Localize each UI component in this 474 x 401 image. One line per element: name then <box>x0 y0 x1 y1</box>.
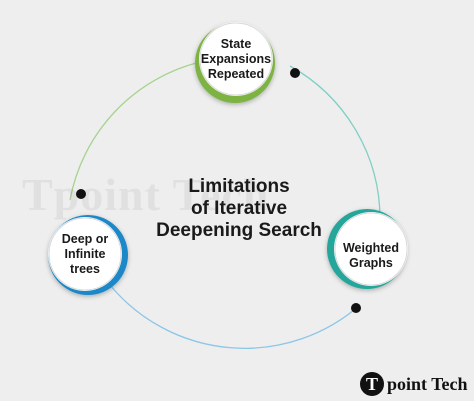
node-top-line-3: Repeated <box>207 67 265 81</box>
title-line-3: Deepening Search <box>156 220 322 241</box>
node-label-left: Deep or Infinite trees <box>47 232 123 277</box>
node-label-right: Weighted Graphs <box>333 241 409 271</box>
node-left-line-1: Deep or <box>61 232 109 246</box>
ring-dot-left <box>76 189 86 199</box>
node-top-line-2: Expansions <box>200 52 272 66</box>
node-right-line-2: Graphs <box>349 256 393 270</box>
watermark: Tpoint Tech <box>22 169 270 220</box>
node-left-line-2: Infinite <box>64 247 106 261</box>
node-label-top: State Expansions Repeated <box>196 37 276 82</box>
ring-arc-top-right <box>289 65 381 221</box>
node-state-expansions <box>195 22 275 103</box>
node-left-line-3: trees <box>70 262 100 276</box>
node-top-line-1: State <box>220 37 252 51</box>
ring-dot-top-right <box>290 68 300 78</box>
ring-dot-bottom-right <box>351 303 361 313</box>
ring-arc-right-left <box>109 284 361 349</box>
node-weighted-graphs <box>327 209 408 289</box>
logo-text: point Tech <box>387 373 468 394</box>
node-deep-infinite-trees <box>48 215 128 295</box>
diagram-title: Limitations of Iterative Deepening Searc… <box>148 176 330 242</box>
node-right-line-1: Weighted <box>342 241 400 255</box>
title-line-2: of Iterative <box>190 198 288 219</box>
title-line-1: Limitations <box>188 176 290 197</box>
tpoint-tech-logo: T point Tech <box>360 371 468 397</box>
ring-arc-left-top <box>69 61 201 201</box>
logo-mark: T <box>360 372 384 396</box>
